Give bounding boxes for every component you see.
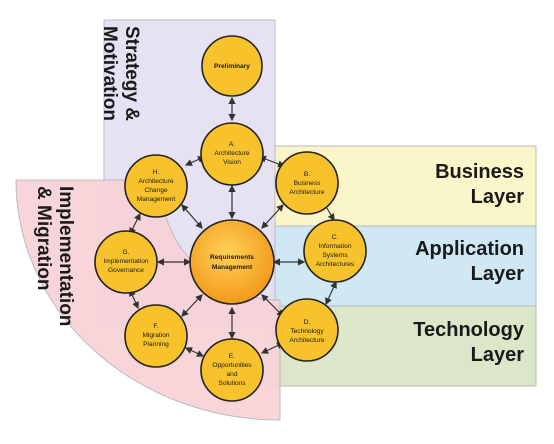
arrow-c-d (325, 280, 337, 306)
node-f-line2: Planning (143, 341, 169, 348)
node-c-line1: Information (319, 243, 352, 250)
node-h-line2: Change (144, 187, 167, 194)
node-g-line2: Governance (108, 267, 144, 274)
application-layer-label-line2: Layer (471, 263, 525, 285)
arrow-d-center (261, 294, 284, 317)
node-requirements-management: Requirements Management (189, 219, 275, 305)
node-h: H. Architecture Change Management (124, 154, 188, 218)
node-e-line3: Solutions (218, 380, 246, 387)
node-h-line1: Architecture (138, 178, 174, 185)
business-layer-label-line2: Layer (471, 186, 525, 208)
node-preliminary-title: Preliminary (214, 63, 250, 70)
node-preliminary: Preliminary (201, 35, 263, 97)
node-h-line3: Management (137, 196, 176, 203)
node-b: B. Business Architecture (275, 151, 339, 215)
center-line1: Management (212, 264, 253, 271)
center-title: Requirements (210, 254, 254, 261)
node-g-title: G. (123, 249, 130, 256)
node-a-line1: Architecture (214, 150, 250, 157)
node-c: C. Information Systems Architectures (303, 219, 367, 283)
node-b-line2: Architecture (289, 189, 325, 196)
node-g: G. Implementation Governance (94, 230, 158, 294)
node-c-title: C. (332, 234, 339, 241)
arrow-g-h (129, 212, 141, 236)
node-g-line1: Implementation (103, 258, 148, 265)
node-d: D. Technology Architecture (275, 298, 339, 362)
node-e-line2: and (226, 371, 237, 378)
node-d-line1: Technology (290, 328, 324, 335)
implementation-label-line1: Implementation (55, 186, 76, 326)
node-e-line1: Opportunities (212, 362, 252, 369)
application-layer-label-line1: Application (415, 238, 524, 260)
strategy-label-line2: Motivation (99, 26, 120, 121)
node-c-line2: Systems (322, 252, 348, 259)
node-h-title: H. (153, 169, 160, 176)
strategy-label-line1: Strategy & (121, 26, 142, 121)
node-d-line2: Architecture (289, 337, 325, 344)
node-b-title: B. (304, 171, 310, 178)
node-b-line1: Business (294, 180, 321, 187)
arrow-h-center (181, 204, 203, 229)
arrow-e-f (184, 347, 205, 357)
technology-layer-label-line1: Technology (413, 319, 525, 341)
node-e-title: E. (229, 353, 235, 360)
arrow-b-center (261, 204, 284, 229)
node-c-line3: Architectures (316, 261, 355, 268)
node-a-title: A. (229, 141, 235, 148)
node-f-line1: Migration (142, 332, 169, 339)
node-e: E. Opportunities and Solutions (200, 338, 264, 402)
node-a-line2: Vision (223, 159, 241, 166)
business-layer-label-line1: Business (435, 161, 524, 183)
arrow-f-center (181, 294, 203, 317)
node-a: A. Architecture Vision (200, 122, 264, 186)
node-d-title: D. (304, 319, 311, 326)
technology-layer-label-line2: Layer (471, 344, 525, 366)
implementation-label-line2: & Migration (33, 186, 54, 291)
node-f-title: F. (153, 323, 158, 330)
node-f: F. Migration Planning (124, 304, 188, 368)
arrow-a-b (258, 155, 286, 168)
